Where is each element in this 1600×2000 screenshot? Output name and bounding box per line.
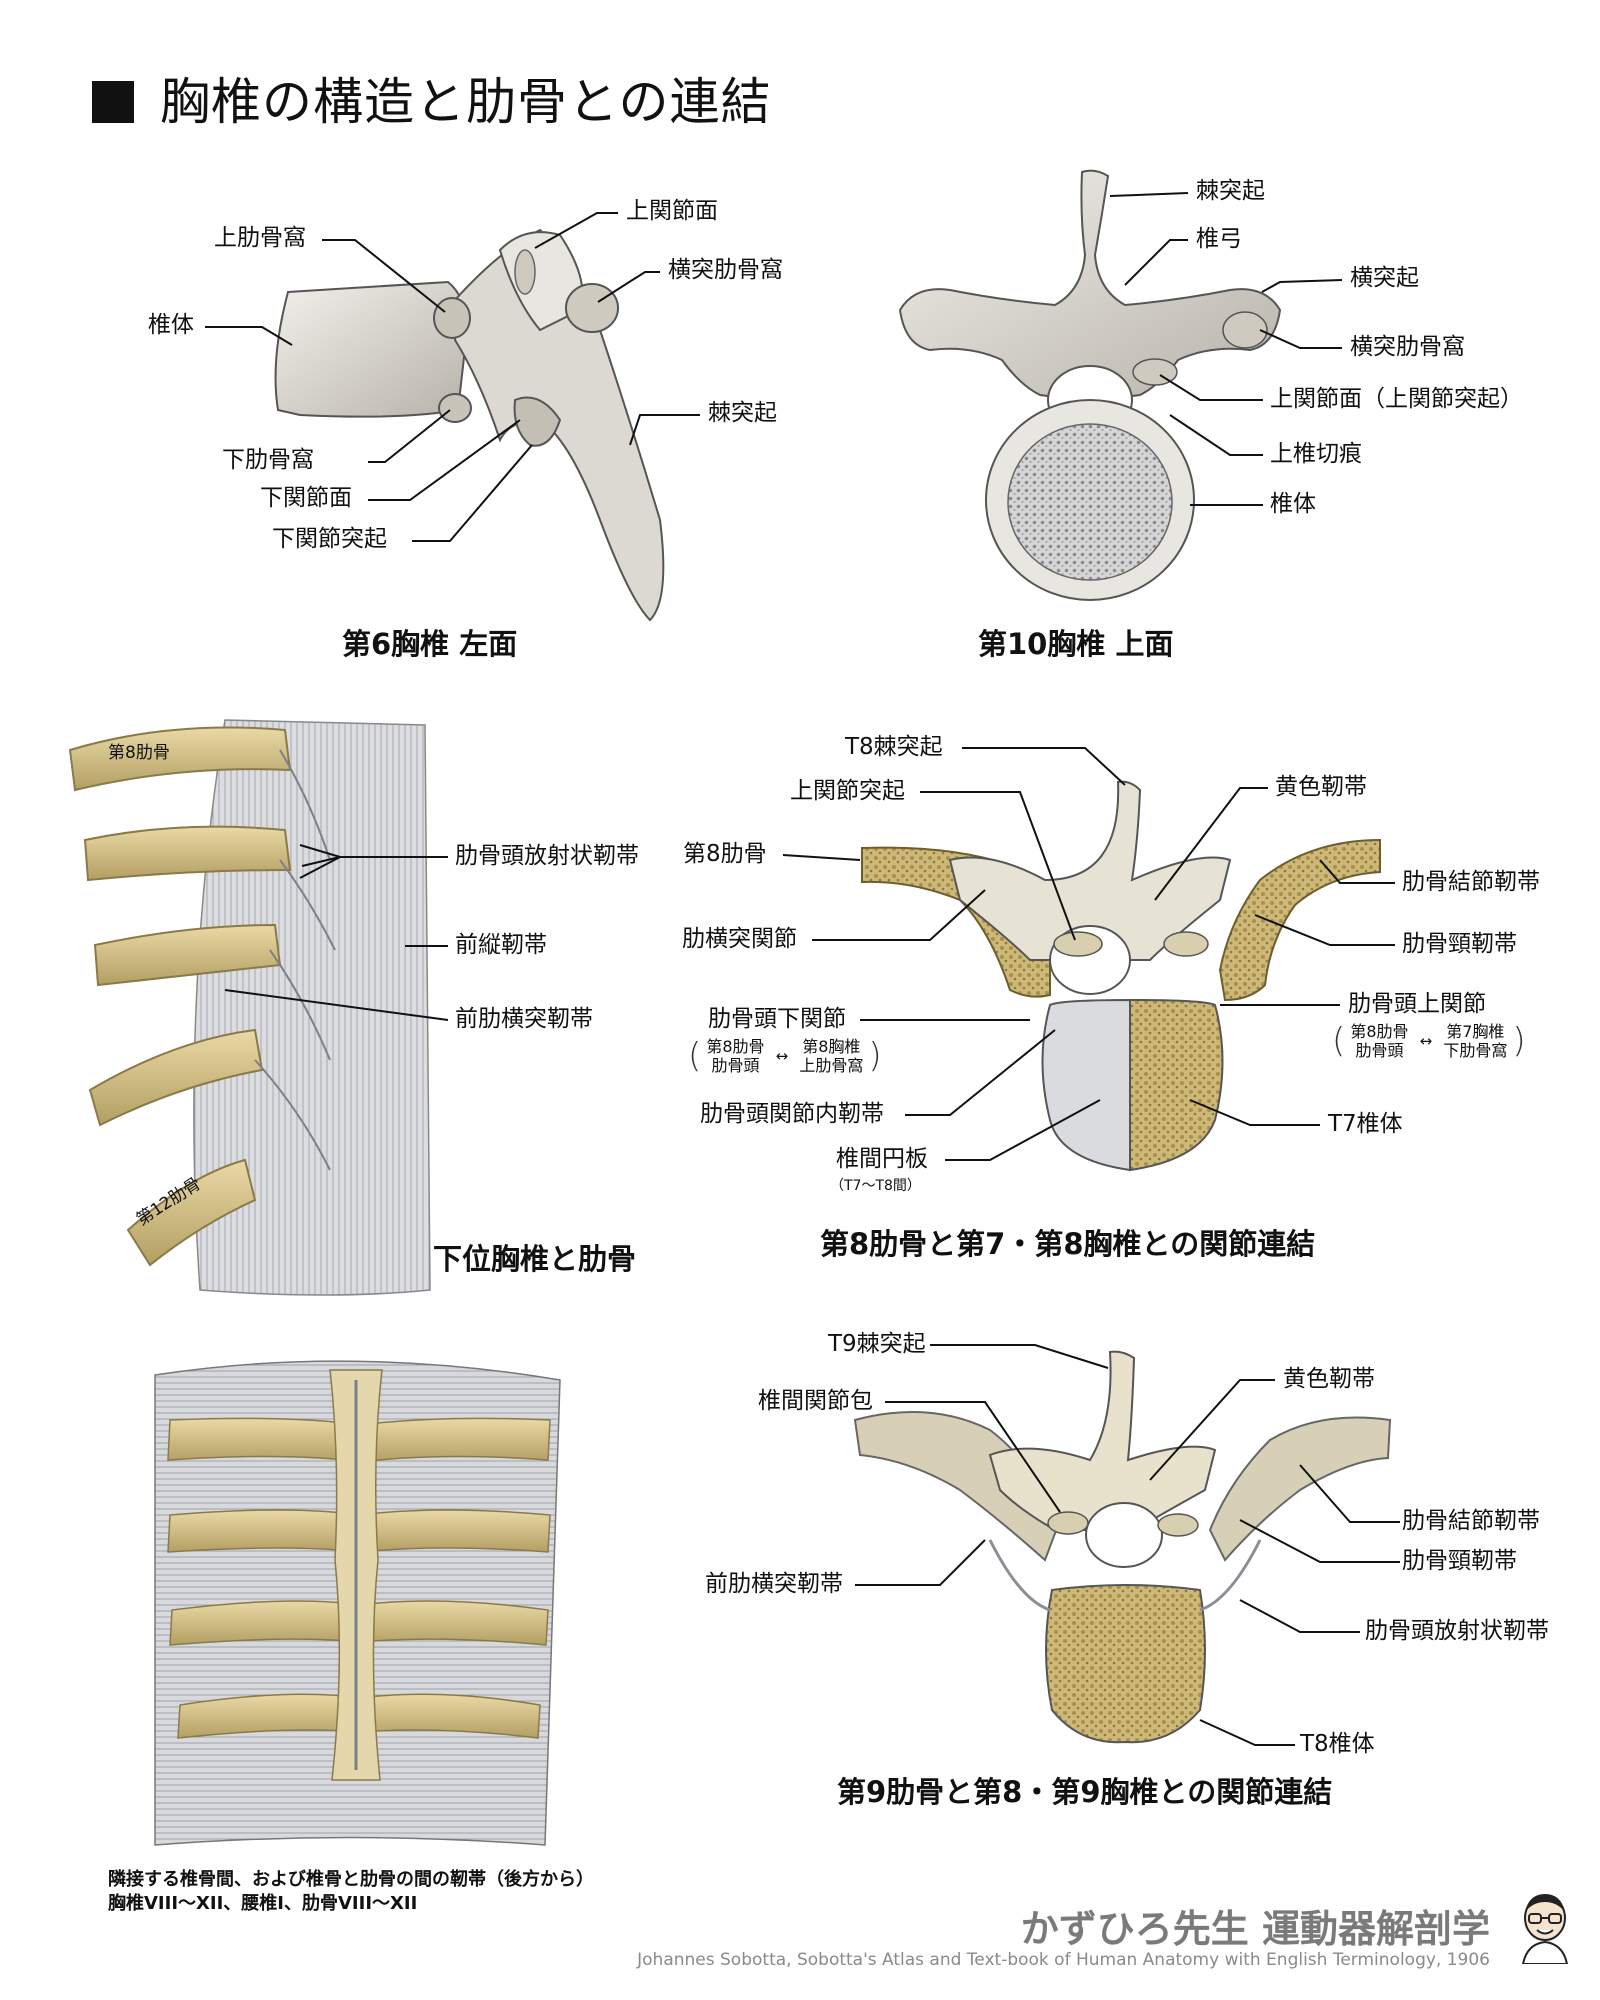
fig3-spine-ribs-anterior xyxy=(68,719,431,1296)
fig4-label-costal-neck-ligament: 肋骨頸靭帯 xyxy=(1402,931,1517,957)
fig4-label-rib8: 第8肋骨 xyxy=(683,841,767,867)
fig4-lower-joint-detail: ( 第8肋骨肋骨頭 ↔ 第8胸椎上肋骨窩 ) xyxy=(688,1036,882,1076)
footer-credit: Johannes Sobotta, Sobotta's Atlas and Te… xyxy=(637,1950,1490,1970)
page-title: 胸椎の構造と肋骨との連結 xyxy=(92,62,772,134)
fig1-label-vertebral-body: 椎体 xyxy=(148,312,194,338)
fig4-leader-lines xyxy=(782,747,1395,1161)
fig6-caption: 隣接する椎骨間、および椎骨と肋骨の間の靭帯（後方から） 胸椎VIII〜XII、腰… xyxy=(108,1869,594,1915)
fig1-label-transverse-costal-fovea: 横突肋骨窩 xyxy=(668,257,783,283)
fig2-label-superior-articular-facet: 上関節面（上関節突起） xyxy=(1270,386,1523,412)
fig5-label-anterior-costotransverse-ligament: 前肋横突靭帯 xyxy=(705,1571,843,1597)
fig1-label-inferior-articular-process: 下関節突起 xyxy=(272,526,387,552)
fig2-label-vertebral-arch: 椎弓 xyxy=(1196,226,1242,252)
fig3-label-anterior-longitudinal-ligament: 前縦靭帯 xyxy=(455,932,547,958)
fig1-label-inferior-articular-facet: 下関節面 xyxy=(260,485,352,511)
fig4-label-head-lower-joint: 肋骨頭下関節 xyxy=(708,1006,846,1032)
fig2-vertebra-superior-view xyxy=(898,169,1282,601)
footer-brand: かずひろ先生 運動器解剖学 xyxy=(1020,1907,1490,1951)
fig2-label-spinous-process: 棘突起 xyxy=(1196,178,1265,204)
fig4-upper-joint-detail: ( 第8肋骨肋骨頭 ↔ 第7胸椎下肋骨窩 ) xyxy=(1332,1021,1526,1061)
fig4-label-head-upper-joint: 肋骨頭上関節 xyxy=(1348,991,1486,1017)
fig4-label-costotransverse-tubercle-ligament: 肋骨結節靭帯 xyxy=(1402,869,1540,895)
fig4-label-intervertebral-disc: 椎間円板 xyxy=(836,1146,928,1172)
fig5-label-facet-joint-capsule: 椎間関節包 xyxy=(758,1388,873,1414)
fig5-label-costal-neck-ligament: 肋骨頸靭帯 xyxy=(1402,1548,1517,1574)
fig4-caption: 第8肋骨と第7・第8胸椎との関節連結 xyxy=(820,1227,1316,1261)
fig4-label-t8-spinous: T8棘突起 xyxy=(845,734,943,760)
fig1-label-superior-articular-facet: 上関節面 xyxy=(626,198,718,224)
fig5-label-t9-spinous: T9棘突起 xyxy=(828,1331,926,1357)
fig5-label-t8-body: T8椎体 xyxy=(1300,1731,1375,1757)
arrow-both-icon: ↔ xyxy=(1419,1032,1433,1051)
fig4-label-costotransverse-joint: 肋横突関節 xyxy=(682,926,797,952)
fig1-leader-lines xyxy=(205,212,700,542)
fig3-label-anterior-costotransverse-ligament: 前肋横突靭帯 xyxy=(455,1006,593,1032)
fig2-label-vertebral-body: 椎体 xyxy=(1270,491,1316,517)
fig4-label-t7-body: T7椎体 xyxy=(1328,1111,1403,1137)
fig2-label-transverse-costal-fovea: 横突肋骨窩 xyxy=(1350,334,1465,360)
fig4-label-disc-note: （T7〜T8間） xyxy=(830,1178,921,1194)
fig5-label-ligamentum-flavum: 黄色靭帯 xyxy=(1283,1366,1375,1392)
fig3-label-radiate-ligament: 肋骨頭放射状靭帯 xyxy=(455,843,639,869)
fig5-costovertebral-joint xyxy=(853,1350,1392,1744)
fig4-label-superior-articular-process: 上関節突起 xyxy=(790,778,905,804)
fig2-caption: 第10胸椎 上面 xyxy=(978,627,1174,661)
fig4-label-intra-articular-ligament: 肋骨頭関節内靭帯 xyxy=(700,1101,884,1127)
arrow-both-icon: ↔ xyxy=(775,1047,789,1066)
fig1-label-spinous-process: 棘突起 xyxy=(708,400,777,426)
fig5-caption: 第9肋骨と第8・第9胸椎との関節連結 xyxy=(837,1775,1333,1809)
fig1-caption: 第6胸椎 左面 xyxy=(342,627,518,661)
fig2-leader-lines xyxy=(1109,192,1343,506)
fig5-leader-lines xyxy=(855,1344,1400,1746)
fig5-label-radiate-ligament: 肋骨頭放射状靭帯 xyxy=(1365,1618,1549,1644)
fig2-label-superior-vertebral-notch: 上椎切痕 xyxy=(1270,441,1362,467)
author-avatar-icon xyxy=(1521,1894,1569,1964)
fig6-posterior-ligaments xyxy=(154,1360,561,1846)
fig2-label-transverse-process: 横突起 xyxy=(1350,265,1419,291)
fig5-label-costotransverse-tubercle-ligament: 肋骨結節靭帯 xyxy=(1402,1508,1540,1534)
title-square-icon xyxy=(92,81,134,123)
fig3-leader-lines xyxy=(224,844,449,1021)
fig4-costovertebral-joint xyxy=(861,780,1381,1172)
fig3-caption: 下位胸椎と肋骨 xyxy=(433,1242,637,1276)
fig4-label-ligamentum-flavum: 黄色靭帯 xyxy=(1275,774,1367,800)
fig3-label-rib8: 第8肋骨 xyxy=(108,743,170,763)
fig1-vertebra-left-view xyxy=(274,228,665,622)
fig1-label-superior-costal-fovea: 上肋骨窩 xyxy=(214,225,306,251)
fig1-label-inferior-costal-fovea: 下肋骨窩 xyxy=(222,447,314,473)
